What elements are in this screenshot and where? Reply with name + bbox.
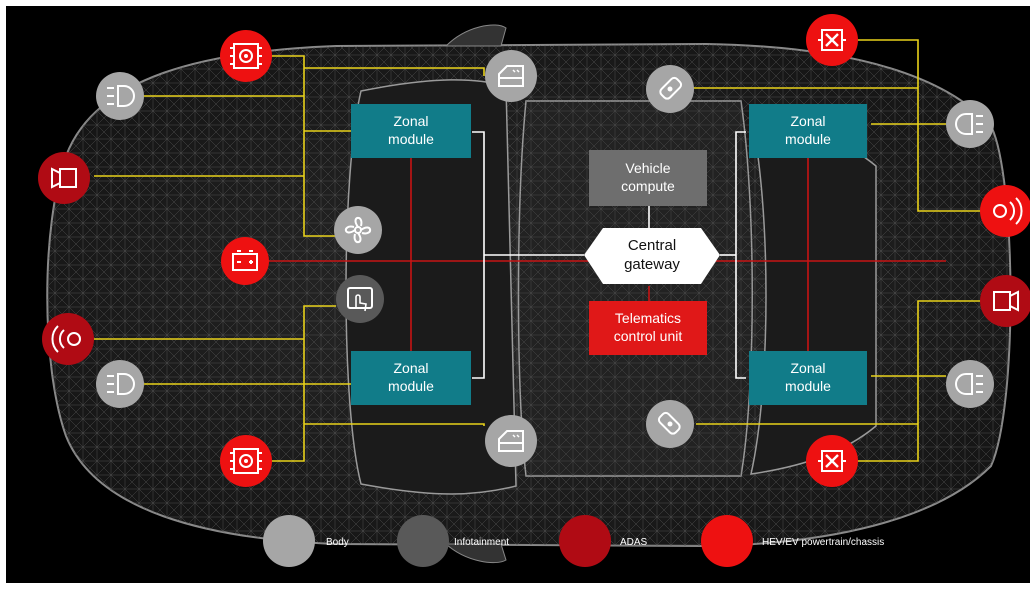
svg-text:Central: Central (628, 237, 676, 254)
yellow-wiring (94, 39, 991, 462)
svg-text:Zonal: Zonal (393, 113, 428, 129)
key-fob-icon (646, 65, 694, 113)
white-wiring (472, 131, 746, 379)
zonal-module-front-left: Zonal module (351, 104, 471, 158)
svg-text:Body: Body (326, 537, 349, 548)
headlight-icon (96, 360, 144, 408)
taillight-icon (946, 360, 994, 408)
legend-item-body: Body (263, 515, 349, 567)
taillight-icon (946, 100, 994, 148)
diagram-panel: Zonal module Zonal module Zonal module Z… (6, 6, 1030, 583)
svg-text:ADAS: ADAS (620, 537, 648, 548)
zonal-module-rear-right: Zonal module (749, 351, 867, 405)
svg-text:Zonal: Zonal (393, 360, 428, 376)
door-icon (485, 415, 537, 467)
ecu-chip-icon (220, 435, 272, 487)
svg-text:Zonal: Zonal (790, 360, 825, 376)
legend: Body Infotainment ADAS HEV/EV powertrain… (263, 515, 884, 567)
ecu-chip-icon (220, 30, 272, 82)
svg-text:Zonal: Zonal (790, 113, 825, 129)
svg-text:module: module (388, 378, 434, 394)
svg-text:HEV/EV powertrain/chassis: HEV/EV powertrain/chassis (762, 537, 884, 548)
touch-panel-icon (336, 275, 384, 323)
svg-text:module: module (785, 378, 831, 394)
brake-icon (806, 14, 858, 66)
svg-text:Infotainment: Infotainment (454, 537, 509, 548)
zonal-module-front-right: Zonal module (749, 104, 867, 158)
svg-text:Vehicle: Vehicle (625, 160, 670, 176)
svg-text:compute: compute (621, 178, 675, 194)
svg-text:module: module (388, 131, 434, 147)
fan-icon (334, 206, 382, 254)
zonal-module-rear-left: Zonal module (351, 351, 471, 405)
architecture-diagram: Zonal module Zonal module Zonal module Z… (38, 14, 1030, 567)
camera-icon (980, 275, 1030, 327)
key-fob-icon (646, 400, 694, 448)
svg-text:Telematics: Telematics (615, 310, 681, 326)
telematics-control-unit: Telematics control unit (589, 301, 707, 355)
brake-icon (806, 435, 858, 487)
vehicle-compute-module: Vehicle compute (589, 150, 707, 206)
radar-icon (980, 185, 1030, 237)
legend-item-infotainment: Infotainment (397, 515, 509, 567)
headlight-icon (96, 72, 144, 120)
camera-icon (38, 152, 90, 204)
battery-icon (221, 237, 269, 285)
legend-item-adas: ADAS (559, 515, 648, 567)
legend-item-hev: HEV/EV powertrain/chassis (701, 515, 884, 567)
central-gateway-module: Central gateway (584, 228, 720, 284)
radar-icon (42, 313, 94, 365)
svg-text:gateway: gateway (624, 256, 680, 273)
svg-text:module: module (785, 131, 831, 147)
door-icon (485, 50, 537, 102)
svg-text:control unit: control unit (614, 328, 683, 344)
